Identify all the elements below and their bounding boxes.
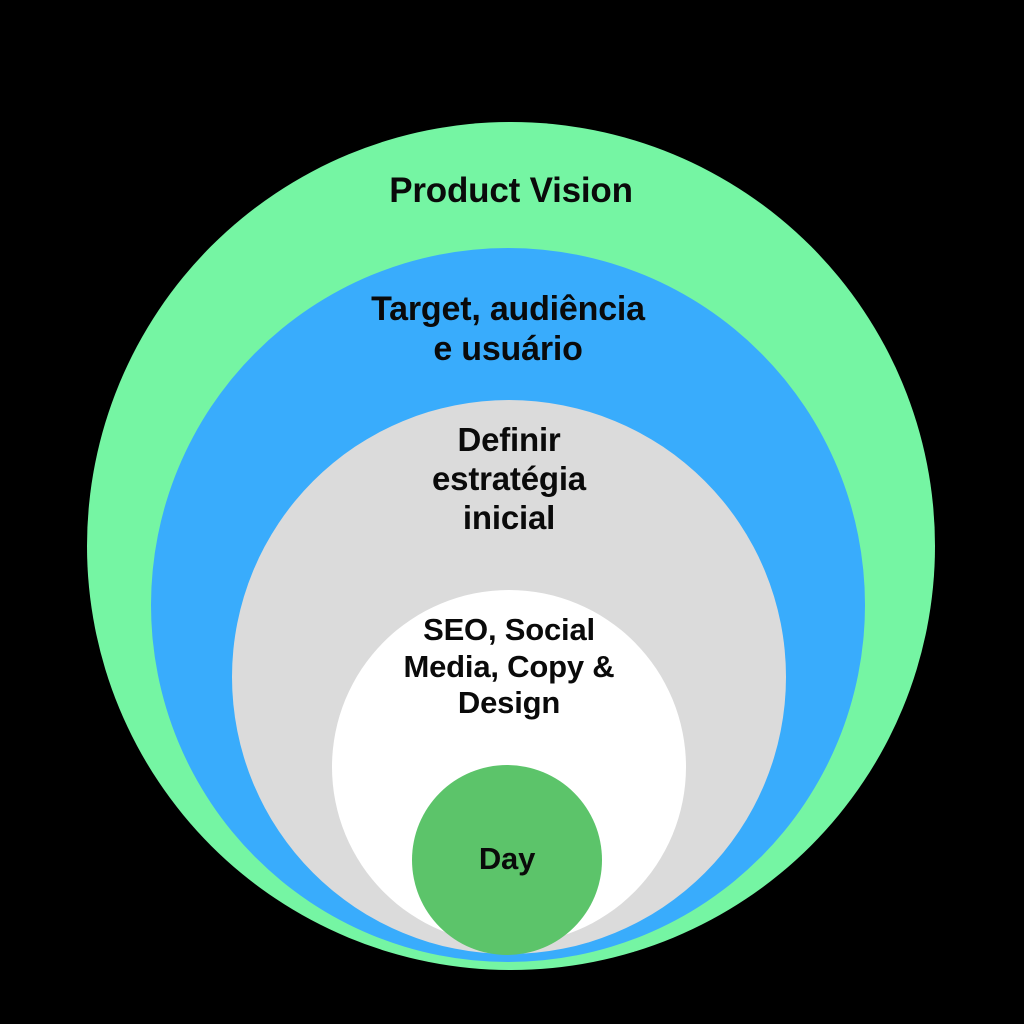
circle-label-day: Day [478,841,536,876]
circle-label-target-audience: Target, audiência e usuário [371,290,645,369]
circle-label-product-vision: Product Vision [389,171,633,210]
circle-label-strategy: Definir estratégia inicial [432,421,586,536]
circle-layer-day[interactable]: Day [412,765,602,955]
